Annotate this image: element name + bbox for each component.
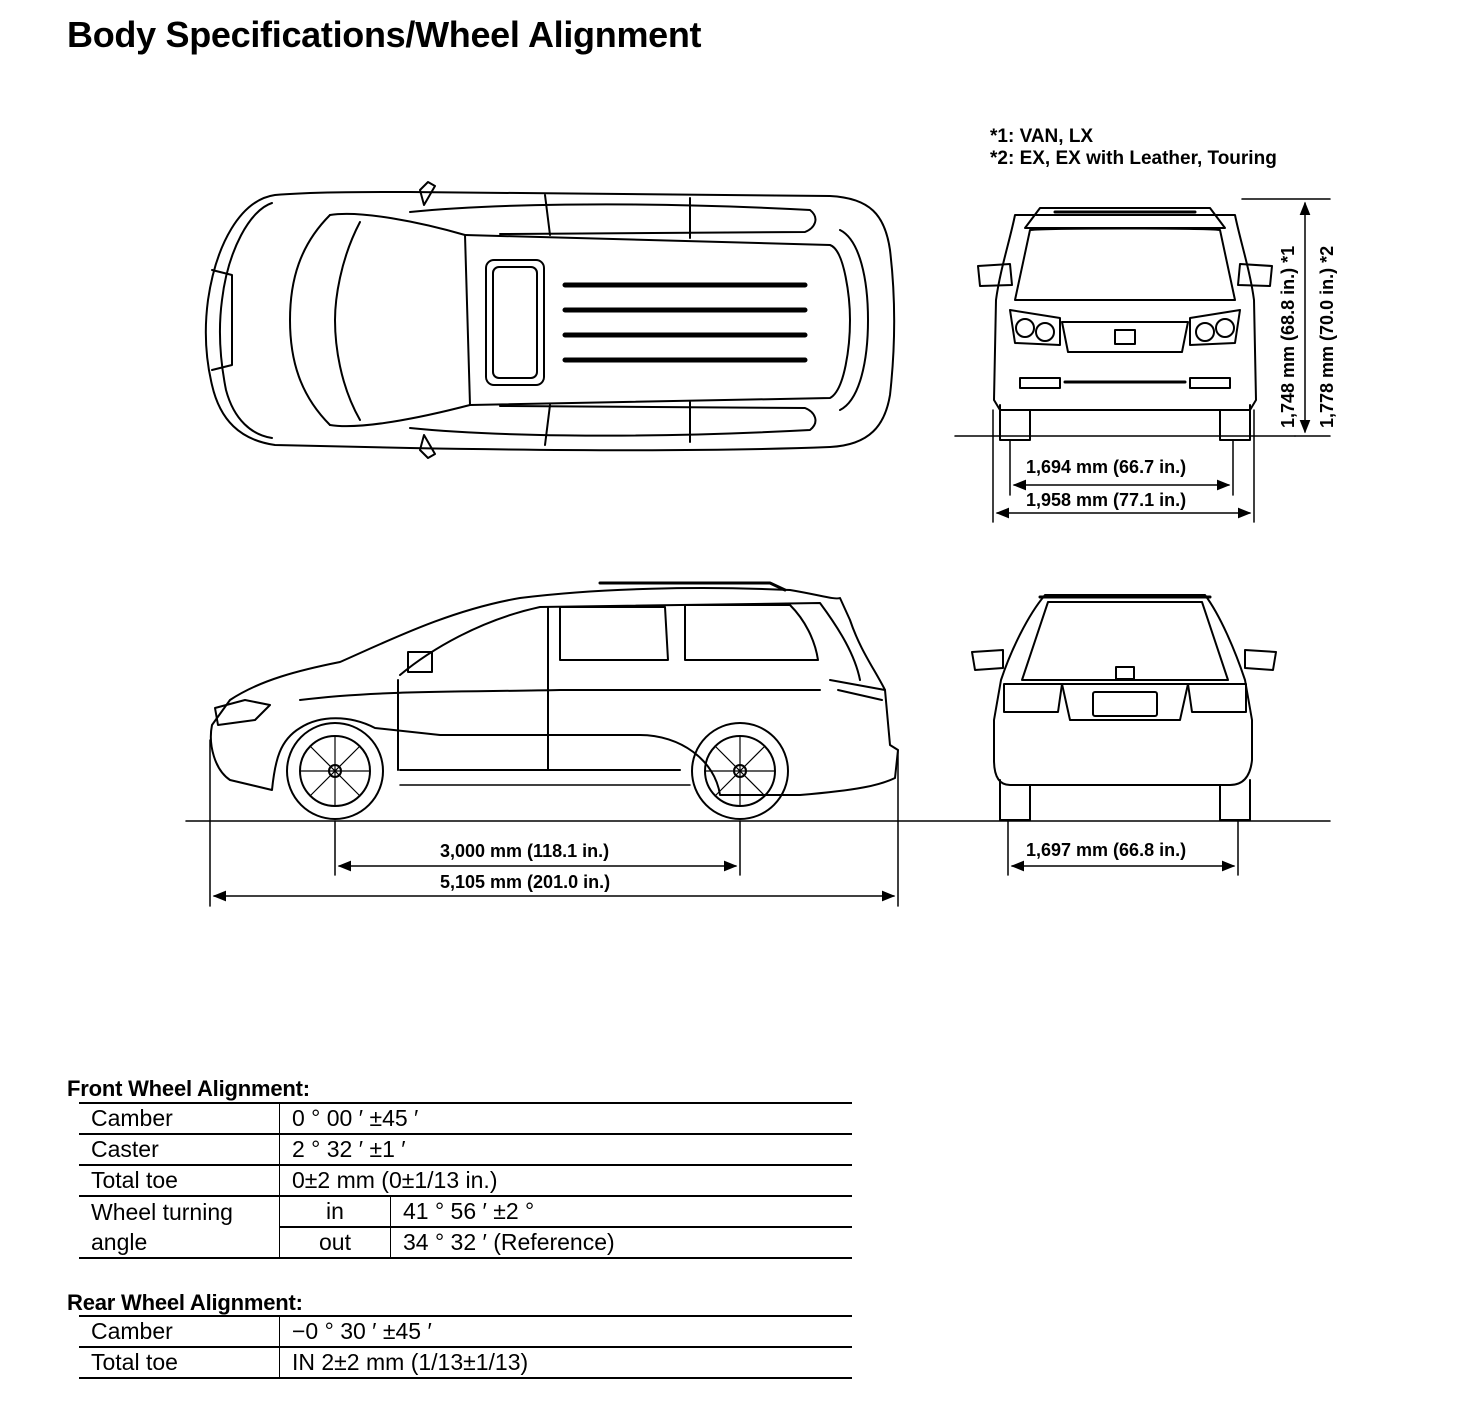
height-1-dimension: 1,748 mm (68.8 in.) *1 xyxy=(1278,245,1298,428)
turning-in-value: 41 ° 56 ′ ±2 ° xyxy=(390,1196,852,1228)
turning-angle-label-2: angle xyxy=(79,1227,280,1259)
table-row: angle out 34 ° 32 ′ (Reference) xyxy=(79,1227,852,1259)
rear-toe-label: Total toe xyxy=(79,1347,280,1379)
table-row: Camber −0 ° 30 ′ ±45 ′ xyxy=(79,1315,852,1348)
page-title: Body Specifications/Wheel Alignment xyxy=(67,14,702,55)
side-view xyxy=(209,581,899,820)
front-track-dimension: 1,694 mm (66.7 in.) xyxy=(1026,457,1187,477)
turning-out-label: out xyxy=(279,1227,391,1259)
turning-out-value: 34 ° 32 ′ (Reference) xyxy=(390,1227,852,1259)
rear-alignment-title: Rear Wheel Alignment: xyxy=(67,1290,303,1315)
turning-angle-label-1: Wheel turning xyxy=(79,1196,280,1227)
overall-length-dimension: 5,105 mm (201.0 in.) xyxy=(440,872,611,892)
rear-camber-label: Camber xyxy=(79,1315,280,1348)
table-row: Camber 0 ° 00 ′ ±45 ′ xyxy=(79,1102,852,1135)
front-camber-value: 0 ° 00 ′ ±45 ′ xyxy=(279,1102,852,1135)
front-toe-label: Total toe xyxy=(79,1165,280,1197)
vehicle-dimension-drawing xyxy=(185,181,1331,907)
rear-dimension-lines xyxy=(1007,820,1239,876)
table-row: Total toe 0±2 mm (0±1/13 in.) xyxy=(79,1165,852,1197)
table-row: Wheel turning in 41 ° 56 ′ ±2 ° xyxy=(79,1196,852,1228)
front-alignment-title: Front Wheel Alignment: xyxy=(67,1076,310,1101)
front-camber-label: Camber xyxy=(79,1102,280,1135)
table-row: Total toe IN 2±2 mm (1/13±1/13) xyxy=(79,1347,852,1379)
front-alignment-table: Camber 0 ° 00 ′ ±45 ′ Caster 2 ° 32 ′ ±1… xyxy=(79,1102,852,1259)
rear-alignment-table: Camber −0 ° 30 ′ ±45 ′ Total toe IN 2±2 … xyxy=(79,1315,852,1379)
wheelbase-dimension: 3,000 mm (118.1 in.) xyxy=(440,841,610,861)
side-dimension-lines xyxy=(209,739,899,907)
rear-camber-value: −0 ° 30 ′ ±45 ′ xyxy=(279,1315,852,1348)
front-caster-label: Caster xyxy=(79,1134,280,1166)
rear-track-dimension: 1,697 mm (66.8 in.) xyxy=(1026,840,1187,860)
note-1: *1: VAN, LX xyxy=(990,126,1094,147)
rear-view xyxy=(971,594,1277,821)
top-view xyxy=(204,181,896,459)
table-row: Caster 2 ° 32 ′ ±1 ′ xyxy=(79,1134,852,1166)
front-caster-value: 2 ° 32 ′ ±1 ′ xyxy=(279,1134,852,1166)
height-2-dimension: 1,778 mm (70.0 in.) *2 xyxy=(1317,245,1337,428)
front-view xyxy=(977,207,1273,441)
overall-width-dimension: 1,958 mm (77.1 in.) xyxy=(1026,490,1187,510)
rear-toe-value: IN 2±2 mm (1/13±1/13) xyxy=(279,1347,852,1379)
front-dimension-lines xyxy=(992,198,1331,523)
front-toe-value: 0±2 mm (0±1/13 in.) xyxy=(279,1165,852,1197)
note-2: *2: EX, EX with Leather, Touring xyxy=(990,148,1277,169)
turning-in-label: in xyxy=(279,1196,391,1228)
